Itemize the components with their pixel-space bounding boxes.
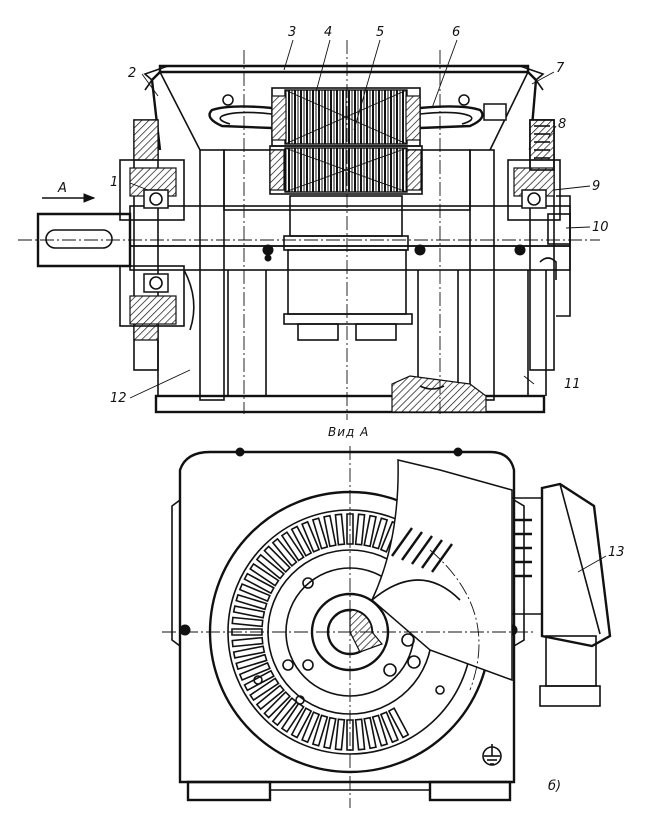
vent-slot [379,711,399,744]
callout-4: 4 [324,25,332,40]
vent-slot [235,593,268,611]
vent-slot [271,537,298,568]
ground-icon [482,744,502,766]
vent-slot [323,514,337,548]
callout-7: 7 [556,61,565,76]
vent-slot [311,517,329,550]
vent-slot [255,553,286,580]
vent-slot [323,716,337,750]
callout-2: 2 [128,66,136,81]
callout-3: 3 [288,25,296,40]
callout-8: 8 [558,117,566,132]
leader-lines-top [129,39,591,399]
callout-1: 1 [110,175,118,190]
left-bearing-assembly [119,159,195,331]
vent-slot [354,513,366,546]
vent-slot [238,583,271,603]
vent-slot [249,562,280,587]
vent-slot [280,531,305,562]
motor-base [154,394,546,414]
vent-slot [280,702,305,733]
vent-slot [263,545,292,574]
callout-5: 5 [376,25,384,40]
vent-slot [290,707,313,739]
vent-slot [387,707,410,739]
callout-11: 11 [564,377,581,392]
end-view-a: 13 б) [162,446,625,808]
vent-slot [334,718,346,751]
vent-slot [271,696,298,727]
callout-10: 10 [592,220,609,235]
callout-13: 13 [608,545,625,560]
ventilation-grating [529,119,555,171]
left-foot [186,780,272,802]
longitudinal-section-view: 1 2 3 4 5 6 7 8 9 10 11 12 A [18,25,609,420]
vent-slot [301,520,321,553]
terminal-box [512,482,612,707]
vent-slot [263,690,292,719]
vent-slot [354,718,366,751]
vent-slot [311,714,329,747]
view-caption: Вид А [328,425,369,439]
vent-slot [249,677,280,702]
view-arrow-a [42,193,96,203]
vent-slot [371,714,389,747]
vent-slot [334,513,346,546]
vent-slot [232,605,266,619]
view-b-label: б) [548,779,561,794]
vent-slot [243,572,275,595]
callout-6: 6 [452,25,460,40]
housing-outline [178,450,516,784]
housing-cover [158,64,530,74]
right-bearing-assembly [507,159,571,280]
terminal-box-cover [540,482,612,648]
vent-slot [346,513,354,545]
vent-slot [235,653,268,671]
vent-slot [231,628,263,636]
vent-slot [363,716,377,750]
vent-slot [231,616,264,628]
vent-slot [371,517,389,550]
vent-slot [231,636,264,648]
vent-slot [363,514,377,548]
terminal-box-side [556,195,571,317]
vent-slot [232,645,266,659]
winding-end-turns-left [208,105,273,130]
callout-9: 9 [592,179,600,194]
vent-slot [243,669,275,692]
winding-end-turns-right [419,105,484,130]
vent-slot [238,661,271,681]
vent-slot [301,711,321,744]
cutaway-windings [371,459,513,691]
vent-slot [290,525,313,557]
right-foot [428,780,512,802]
arrow-a-label: A [57,181,67,196]
vent-slot [255,684,286,711]
vent-slot [346,719,354,751]
callout-12: 12 [110,391,127,406]
